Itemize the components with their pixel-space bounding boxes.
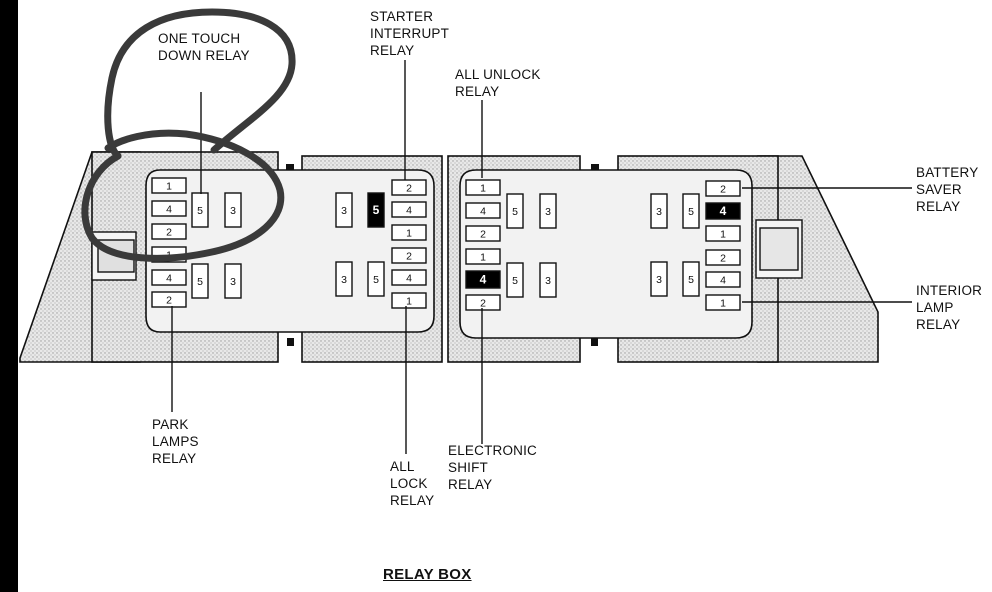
terminal-left-a-1: 1 bbox=[151, 177, 187, 194]
terminal-right-b-2-label: 2 bbox=[480, 298, 486, 310]
terminal-right-c-5: 5 bbox=[682, 193, 700, 229]
relay-trays bbox=[145, 169, 753, 339]
terminal-left-c-4: 4 bbox=[391, 201, 427, 218]
terminal-right-a-5-label: 5 bbox=[512, 206, 518, 218]
terminal-right-d-2-label: 2 bbox=[720, 253, 726, 265]
terminal-left-c-5: 5 bbox=[367, 192, 385, 228]
terminal-left-a-1-label: 1 bbox=[166, 181, 172, 193]
terminal-right-d-3: 3 bbox=[650, 261, 668, 297]
terminal-right-c-5-label: 5 bbox=[688, 206, 694, 218]
terminal-left-d-4: 4 bbox=[391, 269, 427, 286]
terminal-left-d-1: 1 bbox=[391, 292, 427, 309]
terminal-right-a-2-label: 2 bbox=[480, 229, 486, 241]
terminal-left-a-2: 2 bbox=[151, 223, 187, 240]
terminal-right-d-2: 2 bbox=[705, 249, 741, 266]
terminal-right-d-5-label: 5 bbox=[688, 274, 694, 286]
terminal-left-c-2: 2 bbox=[391, 179, 427, 196]
terminal-left-c-3: 3 bbox=[335, 192, 353, 228]
terminal-left-c-1-label: 1 bbox=[406, 228, 412, 240]
electronic-shift-relay-label: ELECTRONIC SHIFT RELAY bbox=[448, 443, 538, 492]
diagram-title: RELAY BOX bbox=[383, 566, 472, 583]
terminal-left-a-5: 5 bbox=[191, 192, 209, 228]
terminal-left-b-5: 5 bbox=[191, 263, 209, 299]
terminal-right-a-3-label: 3 bbox=[545, 206, 551, 218]
terminal-right-c-4-label: 4 bbox=[720, 204, 727, 218]
left-edge-bar bbox=[0, 0, 18, 592]
hand-drawn-annotation bbox=[81, 8, 296, 262]
terminal-right-b-1-label: 1 bbox=[480, 252, 486, 264]
terminal-left-b-2: 2 bbox=[151, 291, 187, 308]
all-unlock-relay-label: ALL UNLOCK RELAY bbox=[455, 67, 541, 99]
tray-left bbox=[145, 169, 435, 333]
terminal-right-a-5: 5 bbox=[506, 193, 524, 229]
terminal-left-d-2-label: 2 bbox=[406, 251, 412, 263]
terminal-right-a-4: 4 bbox=[465, 202, 501, 219]
terminal-right-c-3-label: 3 bbox=[656, 206, 662, 218]
terminal-right-a-1-label: 1 bbox=[480, 183, 486, 195]
terminal-right-b-5: 5 bbox=[506, 262, 524, 298]
terminal-left-d-4-label: 4 bbox=[406, 273, 412, 285]
terminal-left-c-2-label: 2 bbox=[406, 183, 412, 195]
terminal-right-d-1-label: 1 bbox=[720, 298, 726, 310]
terminal-left-a-3: 3 bbox=[224, 192, 242, 228]
connector-nubs bbox=[286, 164, 599, 346]
terminal-left-b-4-label: 4 bbox=[166, 273, 172, 285]
right-bracket bbox=[755, 219, 803, 279]
terminal-left-b-4: 4 bbox=[151, 269, 187, 286]
terminal-left-c-4-label: 4 bbox=[406, 205, 412, 217]
terminal-right-b-5-label: 5 bbox=[512, 275, 518, 287]
terminal-right-a-2: 2 bbox=[465, 225, 501, 242]
terminal-right-a-1: 1 bbox=[465, 179, 501, 196]
terminal-left-a-5-label: 5 bbox=[197, 205, 203, 217]
terminal-right-b-1: 1 bbox=[465, 248, 501, 265]
interior-lamp-relay-label: INTERIOR LAMP RELAY bbox=[916, 283, 983, 332]
park-lamps-relay-label: PARK LAMPS RELAY bbox=[152, 417, 199, 466]
terminal-right-c-3: 3 bbox=[650, 193, 668, 229]
terminal-left-d-2: 2 bbox=[391, 247, 427, 264]
leader-lines bbox=[171, 60, 912, 454]
annotation-circle-upper bbox=[104, 8, 296, 160]
terminal-left-d-5-label: 5 bbox=[373, 274, 379, 286]
terminal-right-d-4: 4 bbox=[705, 271, 741, 288]
terminal-left-a-4-label: 4 bbox=[166, 204, 172, 216]
terminal-left-a-3-label: 3 bbox=[230, 205, 236, 217]
terminal-right-d-4-label: 4 bbox=[720, 275, 726, 287]
terminal-right-a-3: 3 bbox=[539, 193, 557, 229]
tray-right bbox=[459, 169, 753, 339]
terminal-left-d-1-label: 1 bbox=[406, 296, 412, 308]
terminal-right-d-5: 5 bbox=[682, 261, 700, 297]
terminal-left-c-1: 1 bbox=[391, 224, 427, 241]
terminal-right-b-4-label: 4 bbox=[480, 273, 487, 287]
terminal-left-d-3: 3 bbox=[335, 261, 353, 297]
terminal-left-b-3: 3 bbox=[224, 263, 242, 299]
terminal-right-d-1: 1 bbox=[705, 294, 741, 311]
all-lock-relay-label: ALL LOCK RELAY bbox=[390, 459, 435, 508]
terminal-left-a-2-label: 2 bbox=[166, 227, 172, 239]
terminal-left-b-3-label: 3 bbox=[230, 276, 236, 288]
terminal-left-c-3-label: 3 bbox=[341, 205, 347, 217]
terminal-right-c-2: 2 bbox=[705, 180, 741, 197]
annotation-circle-lower bbox=[81, 129, 285, 262]
terminal-right-c-1: 1 bbox=[705, 225, 741, 242]
terminal-right-a-4-label: 4 bbox=[480, 206, 486, 218]
terminal-left-b-5-label: 5 bbox=[197, 276, 203, 288]
starter-interrupt-relay-label: STARTER INTERRUPT RELAY bbox=[370, 9, 450, 58]
terminal-right-b-3: 3 bbox=[539, 262, 557, 298]
battery-saver-relay-label: BATTERY SAVER RELAY bbox=[916, 165, 979, 214]
terminal-left-c-5-label: 5 bbox=[373, 203, 380, 217]
terminal-left-d-3-label: 3 bbox=[341, 274, 347, 286]
terminal-right-b-3-label: 3 bbox=[545, 275, 551, 287]
terminal-right-c-2-label: 2 bbox=[720, 184, 726, 196]
terminal-left-a-4: 4 bbox=[151, 200, 187, 217]
terminal-right-d-3-label: 3 bbox=[656, 274, 662, 286]
terminal-right-c-1-label: 1 bbox=[720, 229, 726, 241]
terminal-left-b-2-label: 2 bbox=[166, 295, 172, 307]
one-touch-down-relay-label: ONE TOUCH DOWN RELAY bbox=[158, 31, 250, 63]
terminal-right-b-2: 2 bbox=[465, 294, 501, 311]
terminal-right-c-4: 4 bbox=[705, 202, 741, 220]
terminal-left-d-5: 5 bbox=[367, 261, 385, 297]
terminal-right-b-4: 4 bbox=[465, 270, 501, 289]
